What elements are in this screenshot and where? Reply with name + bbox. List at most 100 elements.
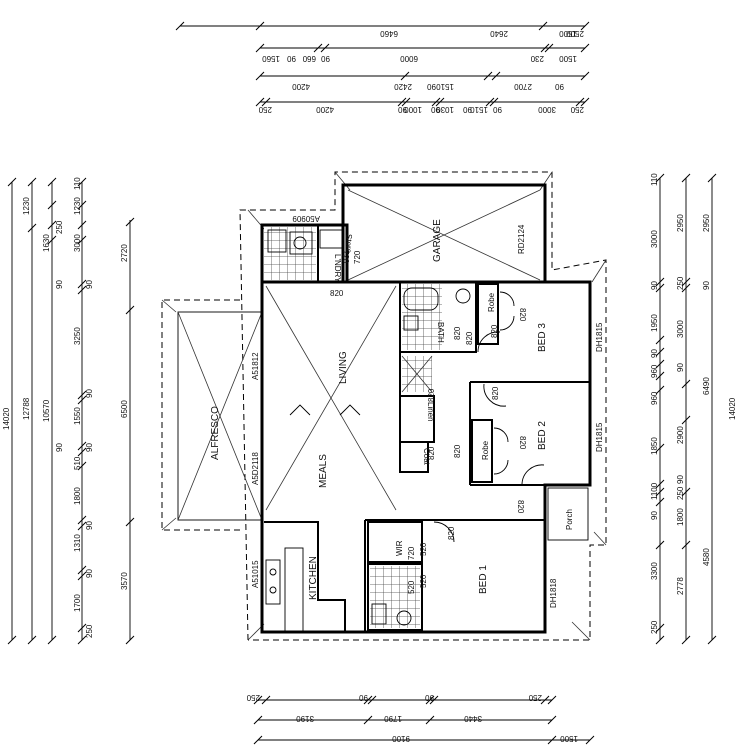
dim-left-total-3: 10570 — [42, 399, 51, 422]
dim-left-12: 90 — [85, 389, 94, 398]
opening-dh1815-bed3: DH1815 — [595, 322, 604, 352]
dim-right-15: 2900 — [676, 426, 685, 444]
garage-label: GARAGE — [432, 219, 443, 262]
door-label-18: 720 — [407, 546, 416, 560]
dim-right-20: 90 — [650, 511, 659, 520]
dim-left-15: 90 — [85, 443, 94, 452]
left-ticks-mark — [7, 635, 17, 645]
dim-right-9: 3000 — [676, 320, 685, 338]
living-label: LIVING — [338, 351, 349, 384]
coat-label: Coat — [422, 448, 431, 466]
dim-top-3-a: 4200 — [292, 82, 310, 91]
dim-right-10: 90 — [650, 349, 659, 358]
left-ticks-mark — [77, 285, 87, 295]
door-label-2: 820 — [465, 331, 474, 345]
dim-left-16: 510 — [73, 456, 82, 470]
top-ticks-mark — [261, 97, 271, 107]
top-ticks-mark — [485, 97, 495, 107]
door-label-9: 820 — [447, 526, 456, 540]
dim-left-2: 1230 — [22, 197, 31, 215]
door-label-7: 820 — [453, 326, 462, 340]
dim-left-20: 90 — [85, 569, 94, 578]
left-ticks-mark — [77, 177, 87, 187]
right-ticks-mark — [655, 283, 665, 293]
dim-top-4-f: 1030 — [436, 105, 454, 114]
left-ticks-mark — [77, 235, 87, 245]
dim-left-13: 1550 — [73, 407, 82, 425]
bottom-ticks-mark — [585, 735, 595, 745]
left-ticks-mark — [125, 217, 135, 227]
bed1-label: BED 1 — [478, 565, 489, 594]
door-label-8: 820 — [516, 500, 525, 514]
right-ticks-mark — [681, 173, 691, 183]
opening-rd2124: RD2124 — [517, 224, 526, 254]
laundry-store: Store L'NDRY A50909 — [260, 214, 353, 284]
right-ticks-mark — [655, 487, 665, 497]
right-ticks-mark — [707, 173, 717, 183]
dim-bottom-1-d: 250 — [528, 693, 542, 702]
right-ticks-mark — [681, 415, 691, 425]
right-ticks-mark — [655, 347, 665, 357]
robe-bed2-label: Robe — [481, 440, 490, 460]
dim-right-22: 2778 — [676, 577, 685, 595]
dim-left-14: 90 — [55, 443, 64, 452]
opening-a51015: A51015 — [251, 560, 260, 588]
door-label-17: 520 — [407, 580, 416, 594]
door-label-14: 720 — [353, 250, 362, 264]
door-label-10: 820 — [427, 388, 436, 402]
right-ticks-mark — [655, 359, 665, 369]
door-label-15: 520 — [419, 542, 428, 556]
top-ticks-mark — [431, 97, 441, 107]
dim-top-4-h: 1510 — [470, 105, 488, 114]
top-ticks-mark — [397, 97, 407, 107]
dim-right-8: 1950 — [650, 314, 659, 332]
left-ticks-mark — [77, 395, 87, 405]
right-ticks-mark — [707, 635, 717, 645]
door-label-11: 820 — [427, 446, 436, 460]
right-ticks-mark — [655, 497, 665, 507]
dim-top-3-b: 2420 — [394, 82, 412, 91]
door-label-3: 820 — [491, 386, 500, 400]
right-ticks-mark — [681, 277, 691, 287]
left-ticks-mark — [47, 177, 57, 187]
left-ticks-mark — [77, 461, 87, 471]
bottom-ticks-mark — [540, 695, 550, 705]
bed2-label: BED 2 — [537, 421, 548, 450]
bottom-ticks-mark — [253, 695, 263, 705]
dim-left-6: 3000 — [73, 234, 82, 252]
dim-left-18: 90 — [85, 521, 94, 530]
opening-a5d2118: A5D2118 — [251, 452, 260, 485]
dim-bottom-1-c: 90 — [425, 693, 434, 702]
dim-top-4-i: 90 — [493, 105, 502, 114]
right-ticks-mark — [681, 487, 691, 497]
dim-top-2-d: 90 — [321, 54, 330, 63]
right-ticks-mark — [655, 540, 665, 550]
dim-top-3-d: 1510 — [436, 82, 454, 91]
dim-top-1-b: 2640 — [490, 29, 508, 38]
bottom-ticks-mark — [547, 695, 557, 705]
dim-left-3: 1230 — [73, 197, 82, 215]
left-ticks-mark — [77, 220, 87, 230]
left-ticks-mark — [77, 200, 87, 210]
right-ticks-mark — [655, 277, 665, 287]
left-ticks-mark — [77, 623, 87, 633]
bottom-ticks-mark — [261, 695, 271, 705]
dim-right-13: 90 — [676, 363, 685, 372]
top-ticks-mark — [483, 71, 493, 81]
dim-top-4-e: 90 — [431, 105, 440, 114]
dim-top-4-a: 250 — [258, 105, 272, 114]
dim-left-4: 250 — [55, 220, 64, 234]
door-label-1: 820 — [330, 289, 344, 298]
dim-left-7: 2720 — [120, 244, 129, 262]
dim-right-6: 250 — [676, 276, 685, 290]
left-ticks-mark — [77, 447, 87, 457]
top-ticks-mark — [400, 71, 410, 81]
dim-top-2-e: 6000 — [400, 54, 418, 63]
left-ticks-mark — [77, 515, 87, 525]
dim-bottom-2-b: 1790 — [384, 714, 402, 723]
right-ticks-mark — [655, 635, 665, 645]
alfresco-label: ALFRESCO — [210, 406, 221, 460]
left-ticks-mark — [27, 635, 37, 645]
dimensions-right: 110 3000 2950 2950 90 250 90 1950 3000 9… — [650, 173, 737, 645]
left-ticks-mark — [77, 635, 87, 645]
